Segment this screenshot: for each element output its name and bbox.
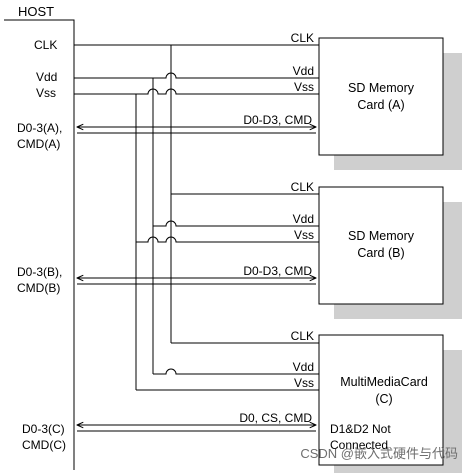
card-a-clk-label: CLK: [291, 31, 314, 45]
host-bus-a-label-1: D0-3(A),: [17, 121, 62, 135]
host-bus-c-label-2: CMD(C): [22, 438, 66, 452]
card-pin-labels: CLK Vdd Vss D0-D3, CMD CLK Vdd Vss D0-D3…: [239, 31, 314, 425]
vdd-line-c: [153, 368, 319, 375]
vss-line-b: [136, 236, 319, 243]
card-c-note-1: D1&D2 Not: [330, 422, 391, 436]
card-b-clk-label: CLK: [291, 180, 314, 194]
card-a-vdd-label: Vdd: [293, 64, 314, 78]
card-b-name-2: Card (B): [357, 246, 404, 260]
host-bus-b-label-1: D0-3(B),: [17, 265, 62, 279]
card-a-vss-label: Vss: [294, 80, 314, 94]
host-bus-c-label-1: D0-3(C): [22, 422, 65, 436]
card-c-name-2: (C): [375, 392, 392, 406]
host-vdd-label: Vdd: [36, 70, 57, 84]
card-b-name-1: SD Memory: [348, 229, 415, 243]
card-a-name-1: SD Memory: [348, 81, 415, 95]
card-b-vdd-label: Vdd: [293, 212, 314, 226]
host-pin-labels: CLK Vdd Vss D0-3(A), CMD(A) D0-3(B), CMD…: [17, 38, 66, 452]
card-c-vss-label: Vss: [294, 376, 314, 390]
card-a-block: SD Memory Card (A): [318, 37, 462, 170]
card-c-vdd-label: Vdd: [293, 360, 314, 374]
card-a-name-2: Card (A): [357, 98, 404, 112]
card-b-vss-label: Vss: [294, 228, 314, 242]
card-b-box: [318, 186, 444, 305]
watermark: CSDN @嵌入式硬件与代码: [300, 446, 458, 461]
card-a-bus-label: D0-D3, CMD: [243, 113, 312, 127]
card-b-bus-label: D0-D3, CMD: [243, 264, 312, 278]
data-buses: [77, 127, 316, 432]
host-vss-label: Vss: [36, 86, 56, 100]
card-c-box: [318, 334, 444, 466]
host-clk-label: CLK: [34, 38, 57, 52]
card-c-block: MultiMediaCard (C) D1&D2 Not Connected: [318, 334, 462, 473]
card-c-name-1: MultiMediaCard: [340, 375, 428, 389]
card-c-bus-label: D0, CS, CMD: [239, 411, 312, 425]
card-c-clk-label: CLK: [291, 329, 314, 343]
host-bus-b-label-2: CMD(B): [17, 281, 60, 295]
host-title: HOST: [18, 4, 54, 19]
card-b-block: SD Memory Card (B): [318, 186, 462, 319]
wiring: [74, 44, 319, 391]
card-a-box: [318, 37, 444, 156]
vdd-line-a: [74, 72, 319, 79]
vss-line-a: [74, 88, 319, 95]
host-block: HOST: [4, 4, 75, 470]
host-bus-a-label-2: CMD(A): [17, 137, 60, 151]
card-c-note-2: Connected: [330, 438, 388, 452]
vdd-line-b: [153, 220, 319, 227]
